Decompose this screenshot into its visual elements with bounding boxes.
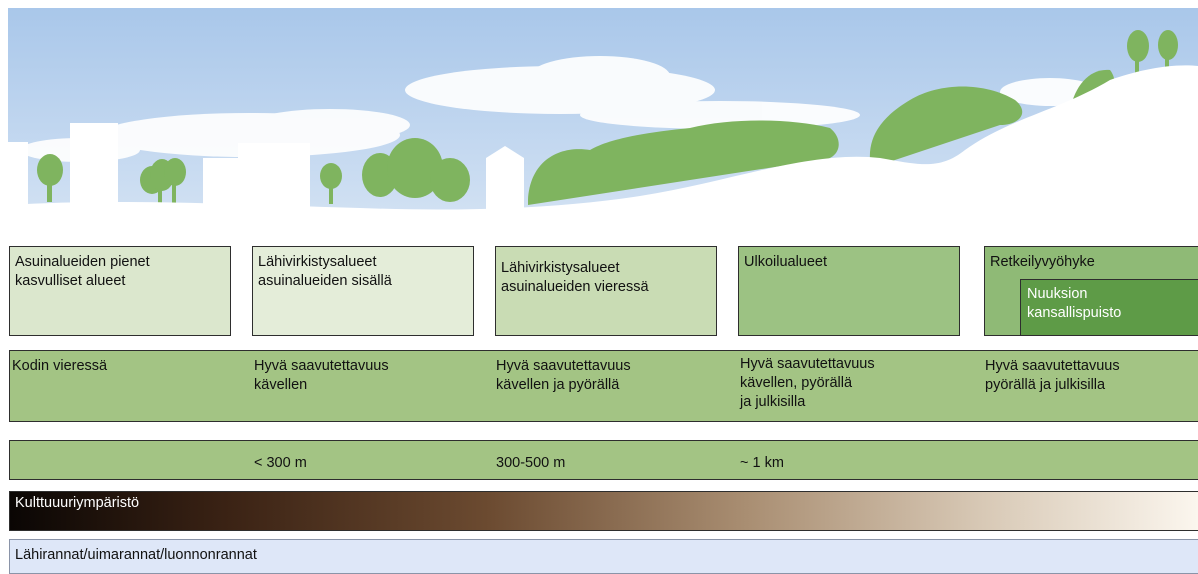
access-line: kävellen, pyörällä <box>740 375 853 391</box>
zone-box-small-green-areas: Asuinalueiden pienet kasvulliset alueet <box>9 246 231 336</box>
access-text-walk-bike: Hyvä saavutettavuus kävellen ja pyörällä <box>496 357 631 395</box>
access-line: Hyvä saavutettavuus <box>985 358 1120 374</box>
national-park-label-line: kansallispuisto <box>1027 305 1122 321</box>
access-text-walk-bike-transit: Hyvä saavutettavuus kävellen, pyörällä j… <box>740 355 875 412</box>
national-park-box: Nuuksion kansallispuisto <box>1020 279 1198 336</box>
zone-label-line: Retkeilyvyöhyke <box>990 254 1095 270</box>
shores-label: Lähirannat/uimarannat/luonnonrannat <box>15 547 257 563</box>
distance-label: < 300 m <box>254 455 307 471</box>
access-line: ja julkisilla <box>740 394 806 410</box>
cultural-environment-label: Kulttuuuriympäristö <box>15 495 140 511</box>
shores-band: Lähirannat/uimarannat/luonnonrannat <box>9 539 1198 574</box>
trees-and-bushes <box>37 30 1178 205</box>
cultural-environment-gradient: Kulttuuuriympäristö <box>9 491 1198 531</box>
national-park-label-line: Nuuksion <box>1027 286 1088 302</box>
buildings-and-terrain <box>8 65 1198 240</box>
zone-label-line: Asuinalueiden pienet <box>15 254 150 270</box>
zone-label-line: Ulkoilualueet <box>744 254 828 270</box>
zone-label-line: Lähivirkistysalueet <box>501 260 620 276</box>
access-text-bike-transit: Hyvä saavutettavuus pyörällä ja julkisil… <box>985 357 1120 395</box>
zone-box-recreation-adjacent: Lähivirkistysalueet asuinalueiden vieres… <box>495 246 717 336</box>
distance-band <box>9 440 1198 480</box>
zone-box-recreation-inside: Lähivirkistysalueet asuinalueiden sisäll… <box>252 246 474 336</box>
zone-label-line: asuinalueiden sisällä <box>258 273 392 289</box>
access-line: Hyvä saavutettavuus <box>740 356 875 372</box>
access-line: kävellen ja pyörällä <box>496 377 620 393</box>
accessibility-band <box>9 350 1198 422</box>
access-text-walking: Hyvä saavutettavuus kävellen <box>254 357 389 395</box>
access-line: kävellen <box>254 377 308 393</box>
access-line: pyörällä ja julkisilla <box>985 377 1106 393</box>
access-line: Hyvä saavutettavuus <box>496 358 631 374</box>
zone-label-line: kasvulliset alueet <box>15 273 126 289</box>
access-line: Kodin vieressä <box>12 358 108 374</box>
distance-label: 300-500 m <box>496 455 566 471</box>
zone-label-line: asuinalueiden vieressä <box>501 279 649 295</box>
zone-label-line: Lähivirkistysalueet <box>258 254 377 270</box>
landscape-illustration <box>8 8 1198 240</box>
zone-box-outdoor-areas: Ulkoilualueet <box>738 246 960 336</box>
distance-label: ~ 1 km <box>740 455 784 471</box>
access-line: Hyvä saavutettavuus <box>254 358 389 374</box>
access-text-home: Kodin vieressä <box>12 357 107 376</box>
